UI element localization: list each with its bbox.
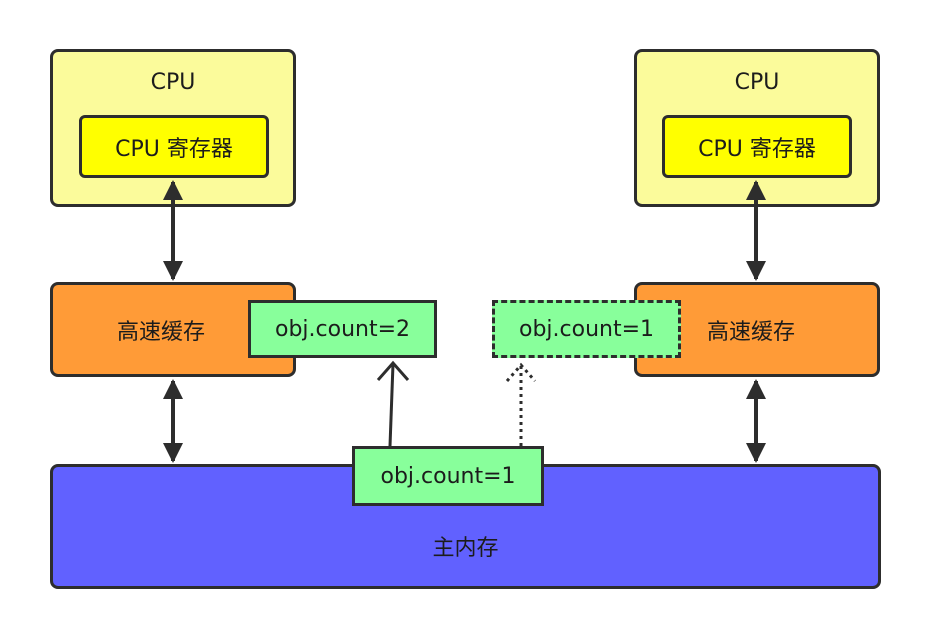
memory-to-right-cache-arrow (505, 362, 537, 446)
left-cache-label: 高速缓存 (117, 319, 206, 345)
right-cpu-title: CPU (734, 70, 780, 95)
main-memory-value: obj.count=1 (352, 446, 544, 506)
left-cpu-register: CPU 寄存器 (79, 115, 269, 178)
right-cache-label: 高速缓存 (707, 319, 796, 345)
memory-to-left-cache-arrow (376, 360, 410, 447)
right-cache-value: obj.count=1 (492, 300, 681, 358)
right-cpu-register: CPU 寄存器 (662, 115, 852, 178)
main-memory-label: 主内存 (432, 536, 499, 561)
left-cache-box: 高速缓存 (50, 282, 296, 377)
left-cpu-title: CPU (150, 70, 196, 95)
left-cache-value: obj.count=2 (248, 300, 437, 358)
